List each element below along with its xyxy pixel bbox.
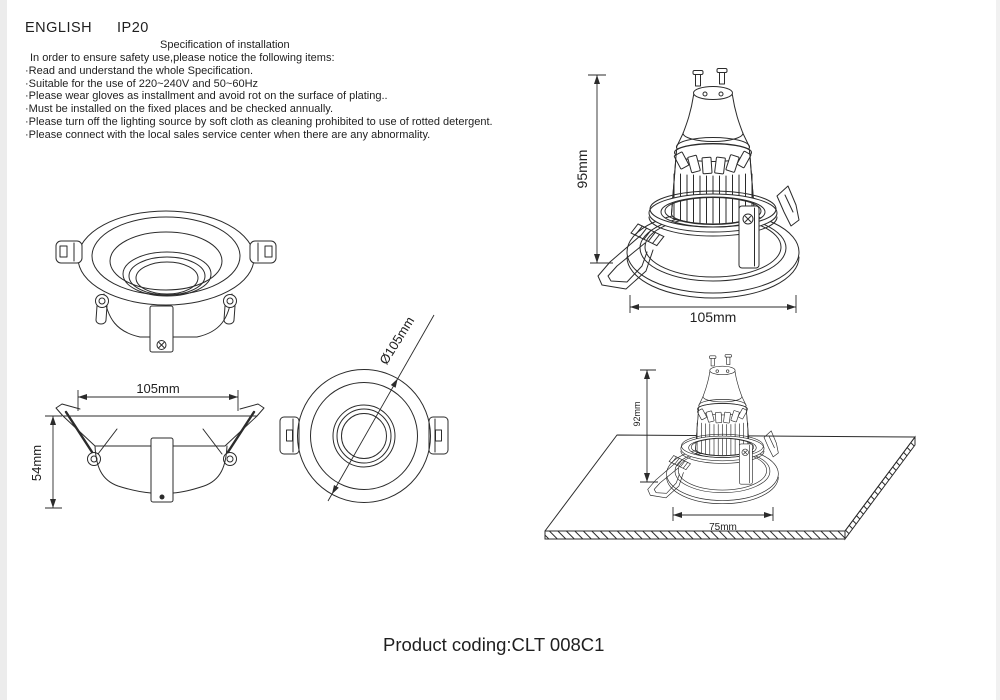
bullet-dot: · (25, 115, 29, 128)
spec-item-text: Read and understand the whole Specificat… (28, 64, 254, 77)
scan-edge-right (996, 0, 1000, 700)
scan-edge-left (0, 0, 7, 700)
bullet-dot: · (25, 77, 29, 90)
bullet-dot: · (25, 64, 29, 77)
spec-item-text: Please turn off the lighting source by s… (28, 115, 493, 128)
spec-intro: In order to ensure safety use,please not… (30, 52, 335, 64)
language-label: ENGLISH (25, 20, 93, 36)
bullet-dot: · (25, 128, 29, 141)
spec-title: Specification of installation (160, 39, 290, 51)
dimension-label-front-depth: 54mm (29, 445, 44, 481)
dimension-label-width: 105mm (690, 309, 737, 325)
drawing-top-view: Ø105mm (279, 314, 449, 503)
spec-item: ·Please turn off the lighting source by … (25, 116, 493, 129)
ip-rating: IP20 (117, 20, 149, 36)
dimension-label-diameter: Ø105mm (376, 314, 417, 367)
dimension-label-install-cutout: 75mm (709, 522, 737, 533)
dimension-label-front-width: 105mm (136, 381, 179, 396)
spec-item-text: Please wear gloves as installment and av… (28, 90, 388, 103)
drawing-installation-view: 92mm 75mm (544, 354, 916, 541)
bullet-dot: · (25, 90, 29, 103)
bullet-dot: · (25, 103, 29, 116)
drawing-housing-perspective (55, 210, 277, 353)
drawing-front-view: 105mm 54mm (29, 381, 265, 509)
spec-item: ·Please wear gloves as installment and a… (25, 90, 493, 103)
drawing-side-view: 95mm 105mm (574, 68, 800, 325)
spec-item-text: Suitable for the use of 220~240V and 50~… (28, 77, 259, 90)
spec-item: ·Read and understand the whole Specifica… (25, 65, 493, 78)
spec-item: ·Must be installed on the fixed places a… (25, 103, 493, 116)
product-coding: Product coding:CLT 008C1 (383, 634, 605, 655)
spec-item-text: Please connect with the local sales serv… (28, 128, 431, 141)
dimension-label-height: 95mm (574, 150, 590, 189)
spec-item: ·Please connect with the local sales ser… (25, 129, 493, 142)
spec-item-text: Must be installed on the fixed places an… (28, 103, 333, 116)
spec-item: ·Suitable for the use of 220~240V and 50… (25, 78, 493, 91)
spec-list: In order to ensure safety use,please not… (25, 52, 493, 142)
dimension-label-install-height: 92mm (632, 401, 642, 426)
